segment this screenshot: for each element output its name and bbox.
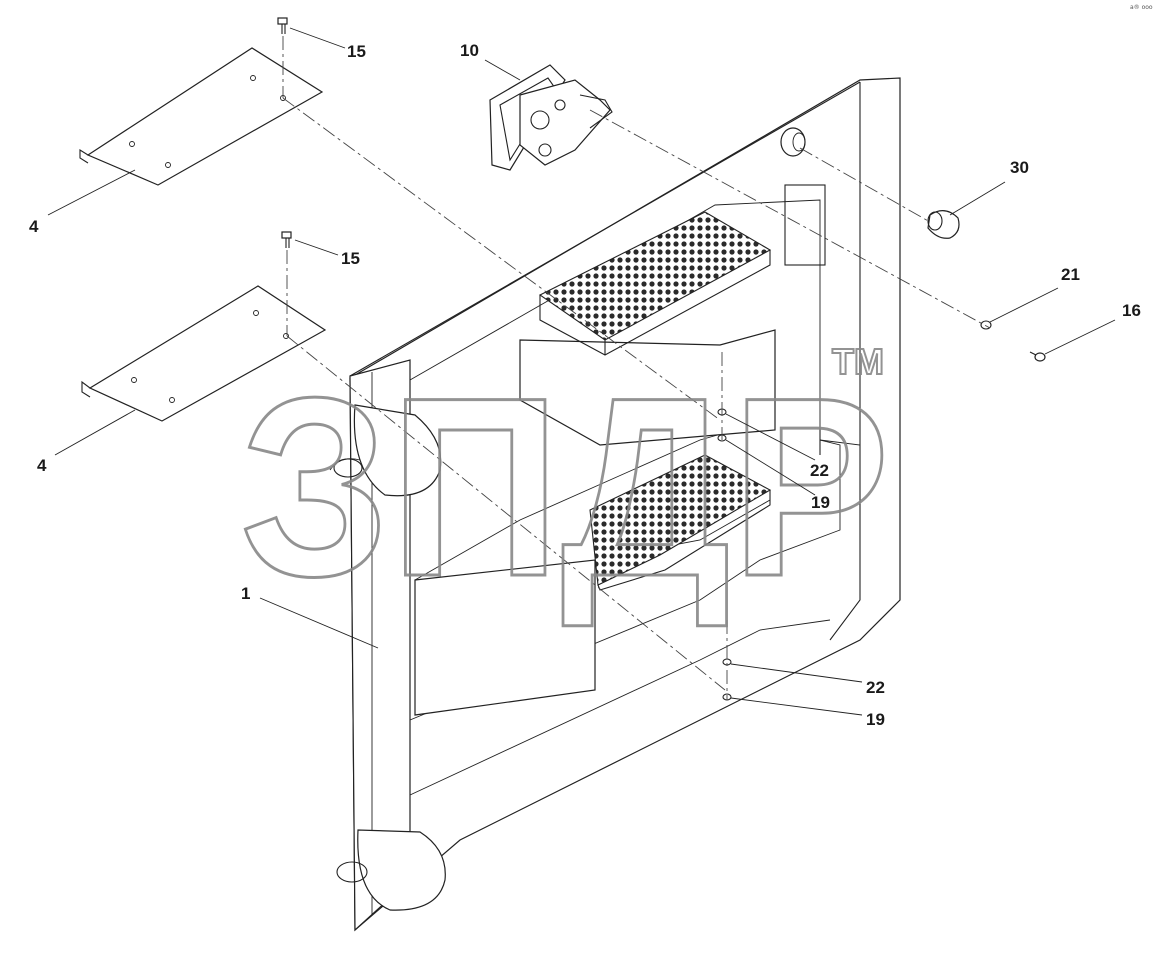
assembly-lines (282, 36, 991, 700)
callouts: 15 15 4 4 10 30 21 16 22 19 22 19 1 (29, 41, 1141, 729)
callout-1: 1 (241, 584, 250, 603)
leader-lines (47, 27, 1116, 716)
callout-19: 19 (866, 710, 885, 729)
door-latch (489, 64, 613, 171)
callout-4: 4 (37, 456, 47, 475)
callout-15: 15 (347, 42, 366, 61)
upper-step (538, 211, 772, 356)
bolt-16 (1029, 351, 1046, 362)
mounting-plate-upper (79, 47, 324, 186)
screw-15-lower (281, 231, 292, 248)
washer-21 (980, 320, 992, 330)
callout-10: 10 (460, 41, 479, 60)
watermark-tm: TM (832, 341, 884, 382)
callout-30: 30 (1010, 158, 1029, 177)
callout-22: 22 (866, 678, 885, 697)
mounting-plate-lower (81, 285, 327, 422)
callout-21: 21 (1061, 265, 1080, 284)
callout-15: 15 (341, 249, 360, 268)
callout-22: 22 (810, 461, 829, 480)
rubber-bumper (927, 210, 960, 239)
callout-19: 19 (811, 493, 830, 512)
callout-4: 4 (29, 217, 39, 236)
watermark-text: ЗПДР (240, 345, 890, 630)
callout-16: 16 (1122, 301, 1141, 320)
screw-15-upper (277, 17, 288, 34)
bumper-mount (780, 127, 806, 157)
watermark: ЗПДР TM (239, 340, 892, 632)
corner-code: a® ooo (1130, 4, 1153, 11)
